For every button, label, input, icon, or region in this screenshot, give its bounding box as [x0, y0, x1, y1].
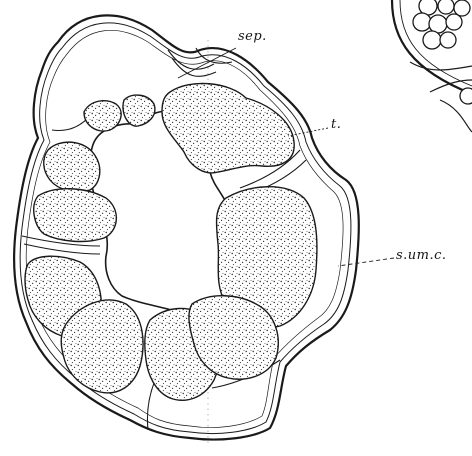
label-sep: sep.: [238, 29, 267, 44]
cell-cluster: [413, 0, 472, 104]
tubule-small-top-a: [84, 101, 121, 131]
leader-s-um-c: [338, 258, 394, 266]
tubule-left-mid: [34, 189, 117, 242]
label-t: t.: [331, 117, 341, 132]
label-s-um-c: s.um.c.: [396, 248, 447, 263]
